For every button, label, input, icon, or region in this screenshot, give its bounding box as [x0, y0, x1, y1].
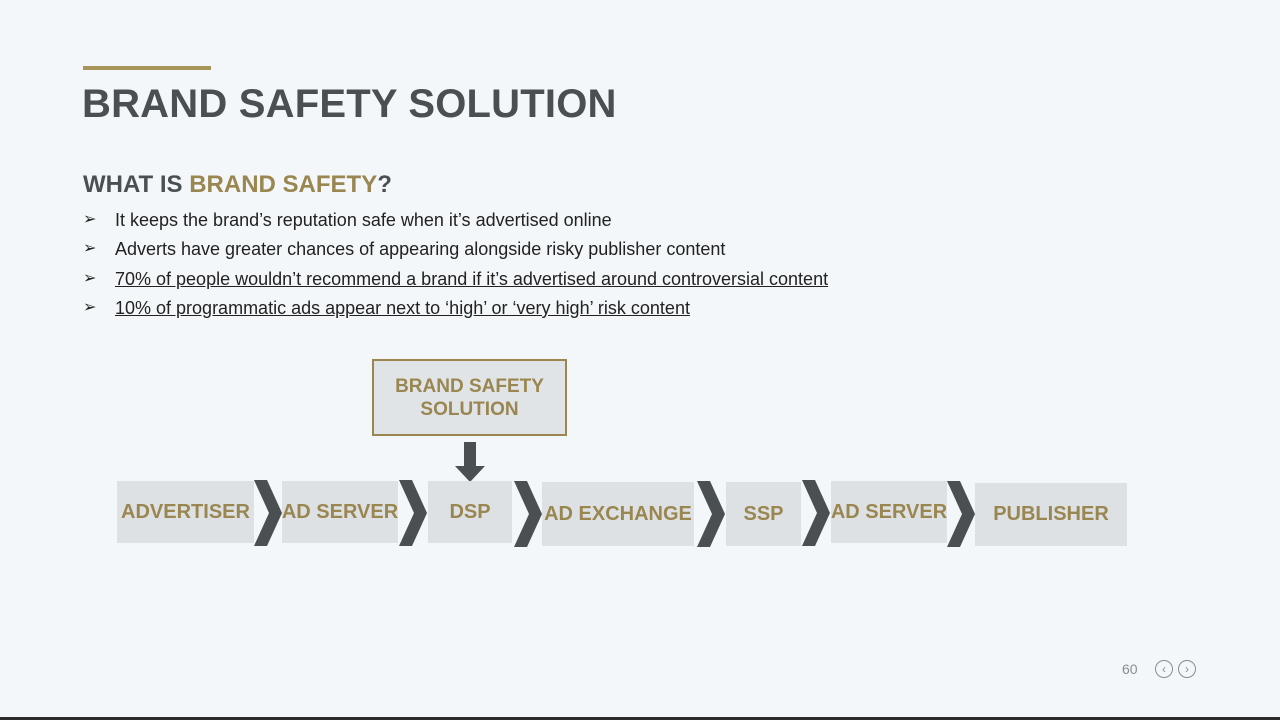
bottom-border	[0, 717, 1280, 720]
flow-step-publisher: PUBLISHER	[975, 483, 1127, 546]
heading-highlight: BRAND SAFETY	[189, 171, 378, 198]
bullet-text: 10% of programmatic ads appear next to ‘…	[115, 297, 690, 318]
page-number: 60	[1122, 661, 1138, 677]
flow-step-ad-exchange: AD EXCHANGE	[542, 482, 694, 546]
down-arrow-icon	[455, 442, 485, 482]
bullet-arrow-icon: ➢	[83, 211, 97, 228]
bullet-arrow-icon: ➢	[83, 240, 97, 258]
flow-step-ssp: SSP	[726, 482, 801, 546]
flow-step-ad-server-2: AD SERVER	[831, 481, 947, 543]
solution-line-1: BRAND SAFETY	[395, 375, 544, 397]
next-arrow-icon[interactable]: ›	[1178, 660, 1196, 678]
chevron-right-icon	[399, 480, 427, 546]
bullet-text: It keeps the brand’s reputation safe whe…	[115, 210, 612, 230]
bullet-item: ➢ 10% of programmatic ads appear next to…	[83, 296, 828, 325]
bullet-arrow-icon: ➢	[83, 298, 97, 316]
bullet-text: Adverts have greater chances of appearin…	[115, 239, 726, 260]
bullet-item: ➢ 70% of people wouldn’t recommend a bra…	[83, 267, 828, 296]
chevron-right-icon	[254, 480, 282, 546]
flow-step-advertiser: ADVERTISER	[117, 481, 254, 543]
chevron-right-icon	[697, 481, 725, 547]
section-heading: WHAT IS BRAND SAFETY?	[83, 171, 392, 199]
bullet-arrow-icon: ➢	[83, 269, 97, 287]
bullet-item: ➢ Adverts have greater chances of appear…	[83, 237, 828, 266]
solution-line-2: SOLUTION	[420, 398, 519, 420]
bullet-list: ➢ It keeps the brand’s reputation safe w…	[83, 208, 828, 325]
slide-title: BRAND SAFETY SOLUTION	[82, 82, 617, 126]
title-accent-line	[83, 66, 211, 70]
chevron-right-icon	[802, 480, 830, 546]
chevron-right-icon	[947, 481, 975, 547]
bullet-item: ➢ It keeps the brand’s reputation safe w…	[83, 208, 828, 237]
flow-step-dsp: DSP	[428, 481, 512, 543]
chevron-right-icon	[514, 481, 542, 547]
bullet-text: 70% of people wouldn’t recommend a brand…	[115, 268, 829, 289]
heading-prefix: WHAT IS	[83, 171, 190, 198]
heading-suffix: ?	[377, 171, 392, 198]
prev-arrow-icon[interactable]: ‹	[1155, 660, 1173, 678]
flow-step-ad-server: AD SERVER	[282, 481, 398, 543]
